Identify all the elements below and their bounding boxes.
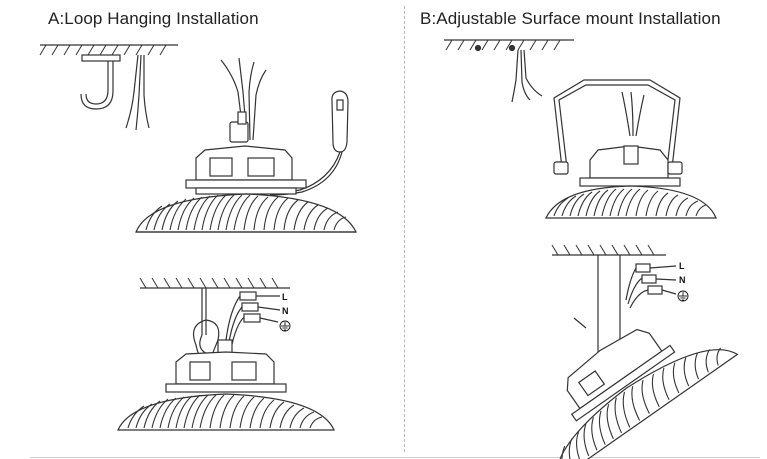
ground-icon [279,320,291,332]
bottom-rule [30,457,760,458]
ground-icon-b [677,290,689,302]
panel-a-title: A:Loop Hanging Installation [48,9,259,28]
wire-label-line-b: L [679,261,685,271]
panel-loop-hanging: A:Loop Hanging Installation [39,9,357,431]
wire-label-neutral: N [282,306,289,316]
wire-label-neutral-b: N [679,275,686,285]
loop-hanging-illustration: L N [39,44,357,431]
panel-surface-mount: B:Adjustable Surface mount Installation [404,0,767,459]
surface-mount-illustration: L N [444,39,739,459]
panel-b-title: B:Adjustable Surface mount Installation [420,9,721,28]
panel-divider [404,6,405,452]
wire-label-line: L [282,292,288,302]
